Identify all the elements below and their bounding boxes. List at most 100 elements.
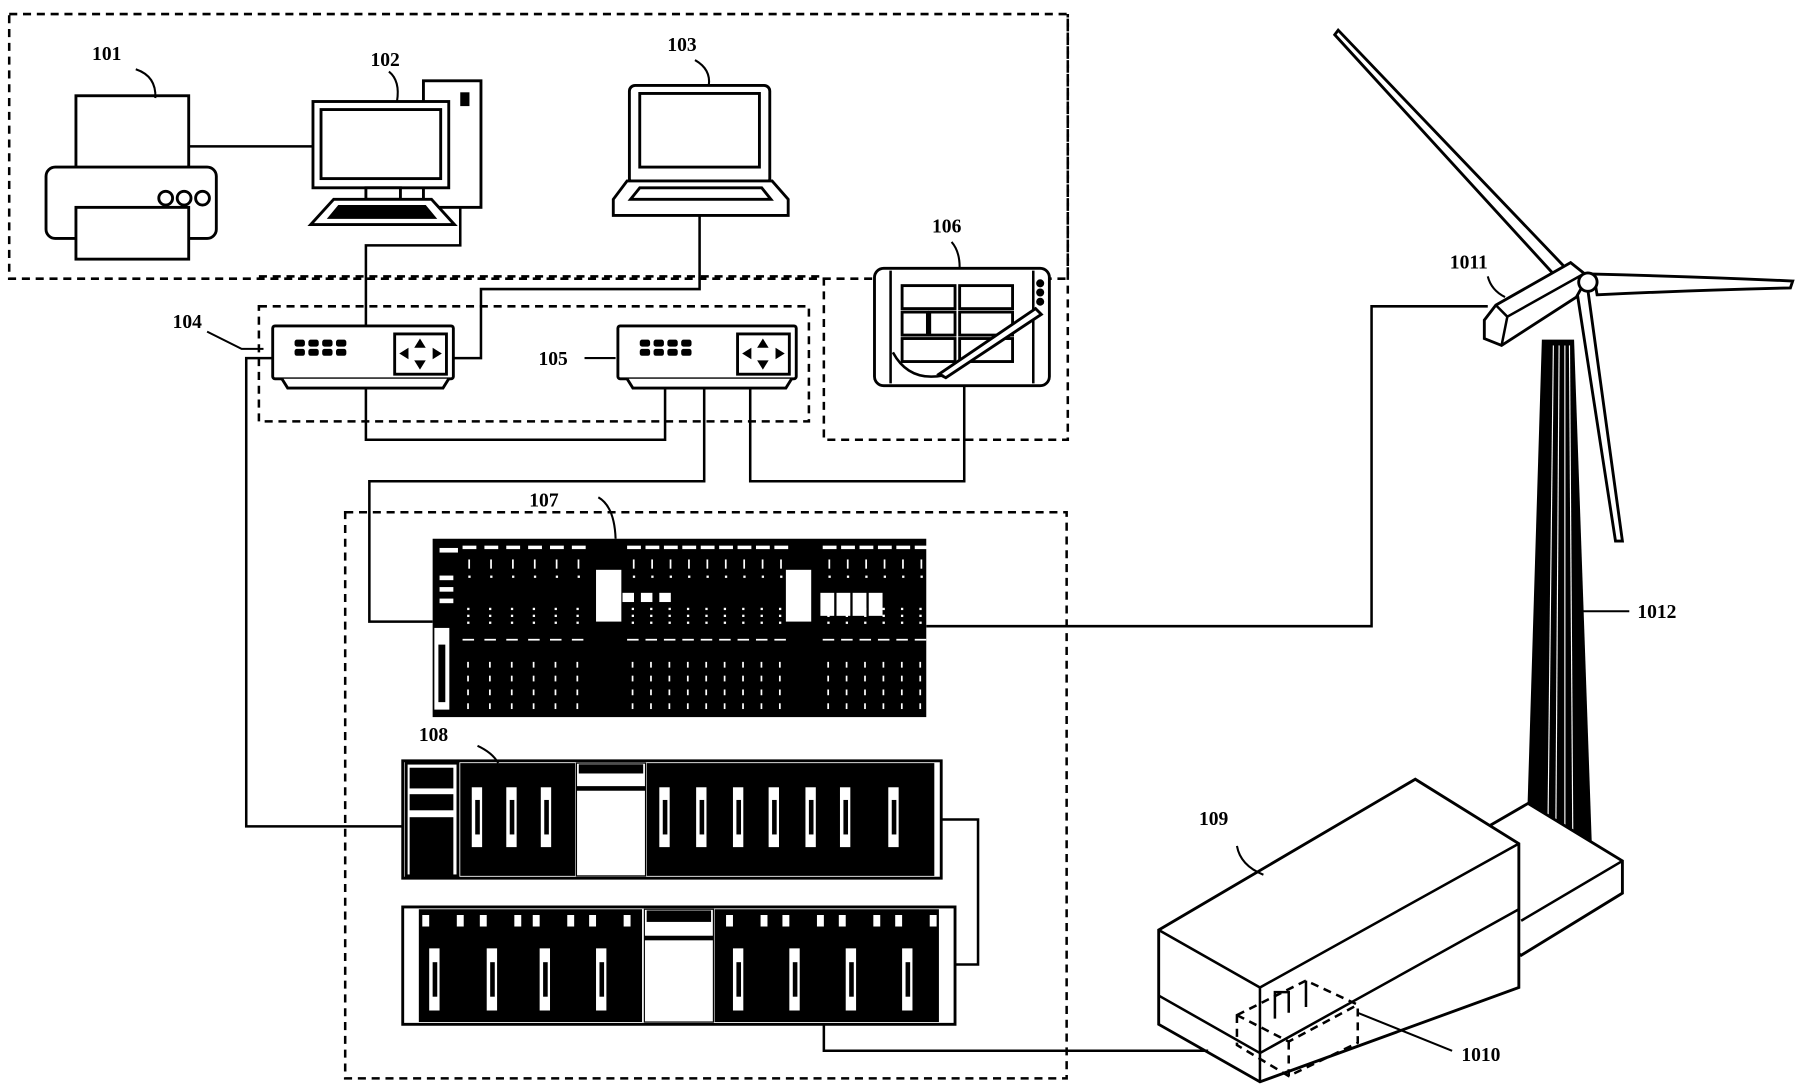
- rack-slot-mark: [510, 661, 513, 668]
- rack-slot-led: [532, 621, 536, 624]
- rack-slot-header: [774, 545, 789, 550]
- rack-slot-mark: [914, 638, 927, 641]
- rack-slot-mark: [631, 689, 634, 696]
- controller-rack: [432, 538, 927, 718]
- rack-slot-mark: [778, 689, 781, 696]
- rack-slot-mark: [845, 675, 848, 682]
- leader-101: [135, 68, 157, 99]
- rack-slot-mark: [883, 559, 886, 569]
- rack-slot-led: [846, 575, 850, 578]
- rack-slot-led: [650, 614, 653, 617]
- rack-slot-mark: [919, 675, 922, 682]
- rack-slot-header: [484, 545, 499, 550]
- rack-slot-mark: [723, 689, 726, 696]
- rack-slot-mark: [737, 638, 750, 641]
- rack-slot-led: [555, 575, 559, 578]
- rack-slot-mark: [668, 703, 671, 710]
- io-card-tab: [895, 915, 903, 927]
- rack-slot-led: [778, 607, 782, 611]
- io-card-text: [772, 799, 777, 835]
- rack-slot-mark: [576, 661, 579, 668]
- io-card-text: [905, 962, 911, 997]
- rack-slot-mark: [864, 661, 866, 668]
- rack-slot-mark: [650, 703, 652, 710]
- rack-slot-mark: [686, 675, 689, 682]
- rack-slot-mark: [532, 703, 535, 710]
- rack-slot-led: [512, 575, 515, 578]
- rack-slot-header: [737, 545, 752, 550]
- rack-slot-header: [571, 545, 586, 550]
- rack-slot-led: [467, 621, 470, 624]
- rack-slot-mark: [845, 689, 848, 696]
- wind-turbine: [1332, 27, 1795, 886]
- rack-slot-mark: [778, 661, 781, 668]
- rack-slot-mark: [742, 689, 744, 696]
- io-card-text: [543, 962, 548, 997]
- io-card-tab: [816, 915, 824, 927]
- rack-slot-mark: [882, 689, 885, 696]
- rack-slot-mark: [705, 703, 708, 710]
- rack-slot-header: [859, 545, 874, 550]
- label-1011: 1011: [1450, 252, 1488, 273]
- rack-slot-mark: [900, 661, 903, 668]
- rack-slot-led: [577, 575, 580, 578]
- rack-slot-mark: [778, 703, 781, 710]
- rack-slot-mark: [774, 638, 786, 641]
- io-card-top: [881, 767, 905, 777]
- rack-slot-led: [760, 607, 763, 611]
- io-card-text: [792, 962, 798, 997]
- rack-slot-led: [760, 614, 763, 617]
- rack-slot-mark: [882, 661, 885, 668]
- rack-slot-mark: [841, 638, 853, 641]
- rack-slot-mark: [631, 703, 634, 710]
- rack-slot-mark: [688, 559, 690, 569]
- rack-slot-mark: [484, 638, 496, 641]
- wire-switch105-tablet: [748, 385, 966, 483]
- tower: [1525, 339, 1593, 864]
- rack-slot-mark: [631, 661, 634, 668]
- rack-slot-mark: [555, 559, 558, 569]
- wire-laptop-switch104: [453, 215, 701, 360]
- rack-slot-mark: [512, 559, 514, 569]
- rack-slot-mark: [554, 703, 557, 710]
- rack-slot-led: [865, 575, 868, 578]
- rack-slot-led: [760, 621, 763, 624]
- rack-slot-led: [668, 621, 671, 624]
- rack-slot-mark: [506, 638, 518, 641]
- rack-slot-mark: [468, 559, 471, 569]
- rack-slot-led: [778, 614, 782, 617]
- rack-slot-led: [845, 621, 849, 624]
- wire-switch104-switch105: [364, 388, 667, 442]
- io-card-text: [599, 962, 605, 997]
- rack-slot-mark: [645, 638, 658, 641]
- rack-slot-mark: [864, 675, 866, 682]
- io-card-top: [726, 767, 750, 777]
- io-card-tab: [760, 915, 768, 927]
- label-1012: 1012: [1637, 602, 1676, 623]
- rack-slot-mark: [865, 559, 868, 569]
- rack-slot-led: [827, 607, 830, 611]
- rack-slot-mark: [651, 559, 653, 569]
- rack-slot-led: [883, 575, 886, 578]
- rack-slot-led: [743, 575, 746, 578]
- rack-slot-led: [919, 621, 922, 624]
- rack-slot-mark: [532, 675, 535, 682]
- rack-slot-mark: [532, 661, 535, 668]
- rack-slot-mark: [859, 638, 872, 641]
- io-card-top: [833, 767, 857, 777]
- rack-slot-led: [864, 621, 867, 624]
- rack-slot-mark: [554, 661, 557, 668]
- rack-slot-mark: [882, 675, 885, 682]
- rack-slot-mark: [827, 661, 830, 668]
- rack-slot-mark: [919, 703, 922, 710]
- rack-slot-led: [532, 607, 536, 611]
- io-card-tab: [623, 915, 631, 927]
- rack-slot-led: [724, 575, 728, 578]
- rack-slot-header: [700, 545, 715, 550]
- rack-slot-mark: [686, 689, 689, 696]
- io-card-tab: [726, 915, 733, 927]
- leader-103: [694, 59, 711, 86]
- rack-slot-mark: [920, 559, 923, 569]
- rack-slot-mark: [705, 661, 708, 668]
- rack-slot-led: [778, 621, 782, 624]
